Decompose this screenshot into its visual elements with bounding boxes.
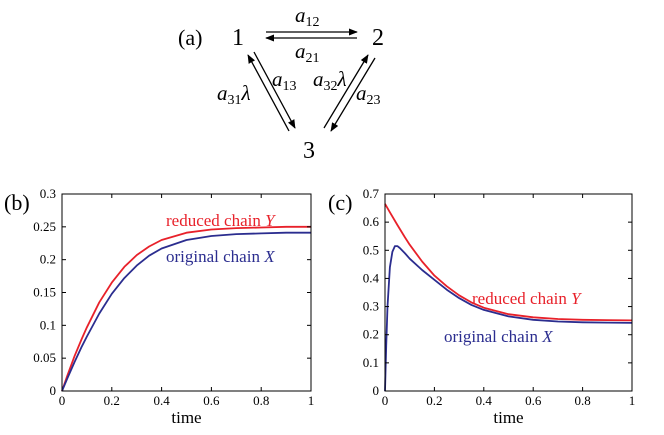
edge-3-to-2 (323, 54, 369, 129)
rate-a12: a12 (295, 3, 320, 30)
rate-a13: a13 (272, 67, 297, 94)
x-tick-label-c: 0.6 (525, 393, 542, 408)
y-tick-label-b: 0.15 (33, 285, 56, 300)
y-tick-label-c: 0.6 (363, 214, 380, 229)
chart-panel-c: (c) 0 0.2 0.4 0.6 0.8 1 0 0.1 0.2 0.3 0.4 0.5 0.6 0.7 t… (328, 186, 635, 427)
x-tick-label-c: 1 (629, 393, 636, 408)
series-line-reduced-chain-y-b (61, 225, 311, 392)
y-tick-label-c: 0.4 (363, 270, 380, 285)
diagram-panel-a: (a) 1 2 3 a12 a21 a13 a31λ a32λ a23 (178, 3, 384, 164)
panel-label-a: (a) (178, 25, 202, 50)
x-tick-label-b: 0.8 (253, 393, 269, 408)
x-tick-label-c: 0.8 (574, 393, 590, 408)
plot-frame-c (384, 193, 633, 392)
x-tick-label-c: 0 (382, 393, 389, 408)
series-label-original-chain-x-b: original chain X (166, 247, 275, 266)
y-tick-label-b: 0.3 (40, 186, 56, 201)
y-tick-label-b: 0.2 (40, 252, 56, 267)
node-2-label: 2 (372, 25, 384, 51)
x-axis-label-b: time (171, 408, 201, 427)
edge-2-to-3 (330, 57, 376, 132)
x-axis-label-c: time (493, 408, 523, 427)
y-tick-label-b: 0.05 (33, 350, 56, 365)
edge-3-to-1 (247, 54, 290, 132)
x-tick-label-b: 0.4 (153, 393, 170, 408)
x-tick-label-b: 0 (59, 393, 66, 408)
series-line-original-chain-x-b (61, 231, 311, 392)
y-tick-label-c: 0.7 (363, 186, 380, 201)
node-3-label: 3 (303, 138, 315, 164)
rate-a32-lambda: a32λ (313, 67, 347, 94)
y-tick-label-b: 0 (50, 383, 57, 398)
x-tick-label-c: 0.4 (476, 393, 493, 408)
series-label-original-chain-x-c: original chain X (444, 327, 553, 346)
series-label-reduced-chain-y-c: reduced chain Y (472, 289, 582, 308)
y-tick-label-c: 0.1 (363, 355, 379, 370)
y-tick-label-c: 0.2 (363, 327, 379, 342)
y-tick-label-c: 0.5 (363, 242, 379, 257)
y-tick-label-c: 0 (373, 383, 380, 398)
rate-a31-lambda: a31λ (217, 81, 251, 108)
x-tick-label-b: 0.2 (104, 393, 120, 408)
x-tick-label-c: 0.2 (426, 393, 442, 408)
edge-1-to-3 (253, 51, 296, 129)
panel-label-b: (b) (4, 190, 30, 215)
panel-label-c: (c) (328, 190, 352, 215)
rate-a21: a21 (295, 39, 320, 66)
y-tick-label-b: 0.1 (40, 317, 56, 332)
y-tick-label-b: 0.25 (33, 219, 56, 234)
series-line-reduced-chain-y-c (384, 203, 633, 322)
x-tick-label-b: 1 (308, 393, 315, 408)
x-tick-label-b: 0.6 (203, 393, 220, 408)
rate-a23: a23 (356, 81, 381, 108)
series-line-original-chain-x-c (384, 245, 633, 392)
series-label-reduced-chain-y-b: reduced chain Y (166, 211, 276, 230)
node-1-label: 1 (232, 25, 244, 51)
chart-panel-b: (b) 0 0.2 0.4 0.6 0.8 1 0 0.05 0.1 0.15 0.2 0.25 0.3 t… (4, 186, 314, 427)
y-tick-label-c: 0.3 (363, 299, 379, 314)
